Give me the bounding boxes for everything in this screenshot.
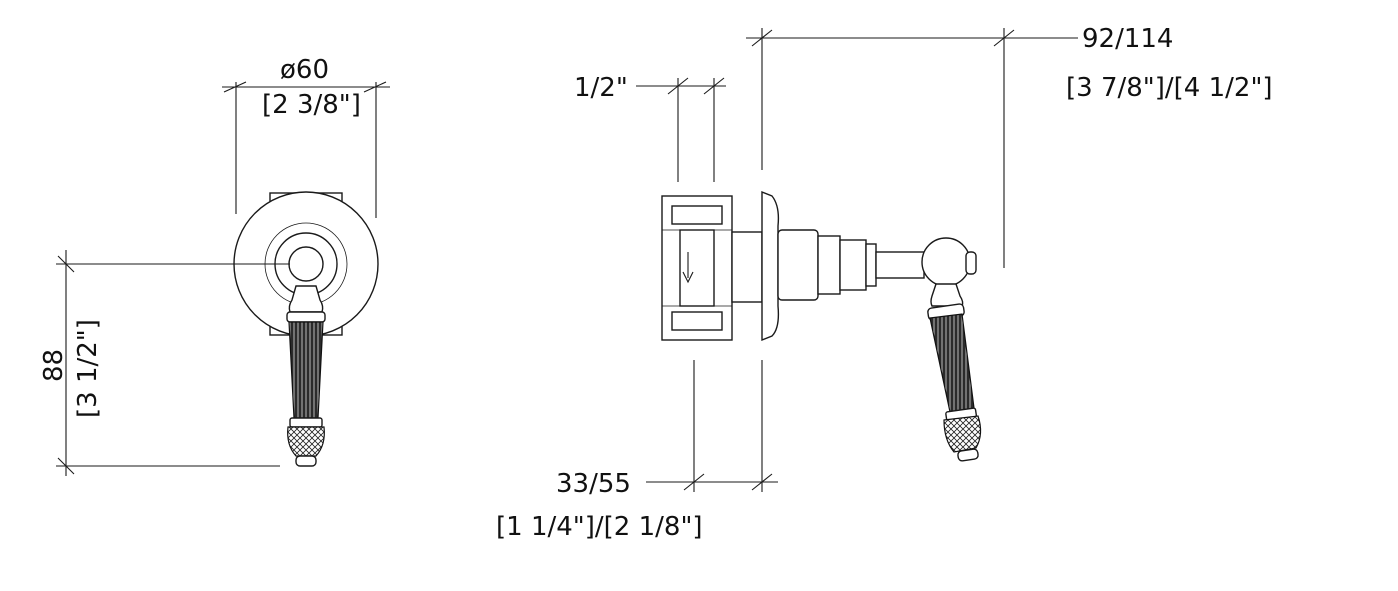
side-handle-knurled-tip (943, 415, 982, 453)
side-stem (875, 251, 925, 279)
front-handle-neck (288, 285, 324, 313)
dimension-side-depth: 33/55 [1 1/4"]/[2 1/8"] (496, 360, 778, 542)
side-flange (777, 229, 819, 301)
front-handle-ring (289, 417, 323, 428)
side-ball-joint (921, 237, 971, 287)
side-depth-metric: 33/55 (556, 469, 631, 499)
side-spindle-housing (731, 231, 763, 303)
side-stem-ring (865, 243, 877, 287)
front-height-metric: 88 (39, 349, 69, 382)
side-depth-imperial: [1 1/4"]/[2 1/8"] (496, 512, 703, 542)
side-thread-label: 1/2" (574, 73, 628, 103)
side-handle-neck (930, 283, 964, 307)
side-bonnet (839, 239, 867, 291)
side-handle-lever (929, 313, 975, 413)
side-hex-nut (817, 235, 841, 295)
side-ball-cap (965, 251, 977, 275)
dimension-side-thread: 1/2" (574, 73, 726, 182)
side-handle-end-cap (957, 448, 979, 462)
front-diameter-metric: ø60 (280, 55, 329, 85)
side-valve-body (661, 195, 733, 341)
front-diameter-imperial: [2 3/8"] (262, 90, 361, 120)
front-view (233, 191, 379, 467)
front-handle-knurled-tip (287, 426, 325, 457)
dimension-side-projection: 92/114 [3 7/8"]/[4 1/2"] (746, 24, 1273, 268)
front-spindle-cap (288, 246, 324, 282)
front-handle-lever (288, 321, 324, 419)
dimension-front-height: 88 [3 1/2"] (39, 250, 290, 476)
side-view (661, 190, 982, 462)
front-height-imperial: [3 1/2"] (73, 319, 103, 418)
side-projection-imperial: [3 7/8"]/[4 1/2"] (1066, 73, 1273, 103)
side-escutcheon-plate (761, 190, 780, 342)
front-handle-end-cap (295, 455, 317, 467)
front-handle-collar (286, 311, 326, 323)
side-projection-metric: 92/114 (1082, 24, 1173, 54)
dimension-front-diameter: ø60 [2 3/8"] (222, 55, 390, 218)
